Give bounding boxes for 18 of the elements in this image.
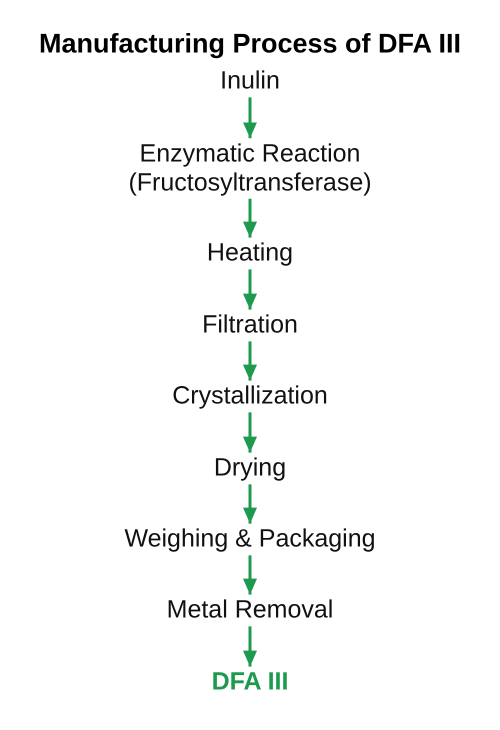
product-label: DFA III [212, 668, 288, 696]
process-step-text: Inulin [220, 66, 280, 96]
process-step-text: Filtration [202, 310, 298, 340]
process-step-text: Heating [206, 238, 294, 268]
arrow [243, 269, 257, 310]
process-step-text: Enzymatic Reaction (Fructosyltransferase) [115, 139, 385, 197]
arrow [243, 626, 257, 667]
arrow [243, 412, 257, 453]
process-step-text: Weighing & Packaging [124, 524, 376, 554]
process-step-text: Crystallization [172, 382, 328, 410]
arrow [243, 555, 257, 595]
arrow [243, 97, 257, 138]
arrow [243, 484, 257, 524]
process-step-text: Drying [214, 454, 286, 482]
arrow [243, 198, 257, 238]
process-step-text: Metal Removal [166, 596, 334, 624]
diagram-title: Manufacturing Process of DFA III [38, 28, 462, 60]
arrow [243, 341, 257, 381]
